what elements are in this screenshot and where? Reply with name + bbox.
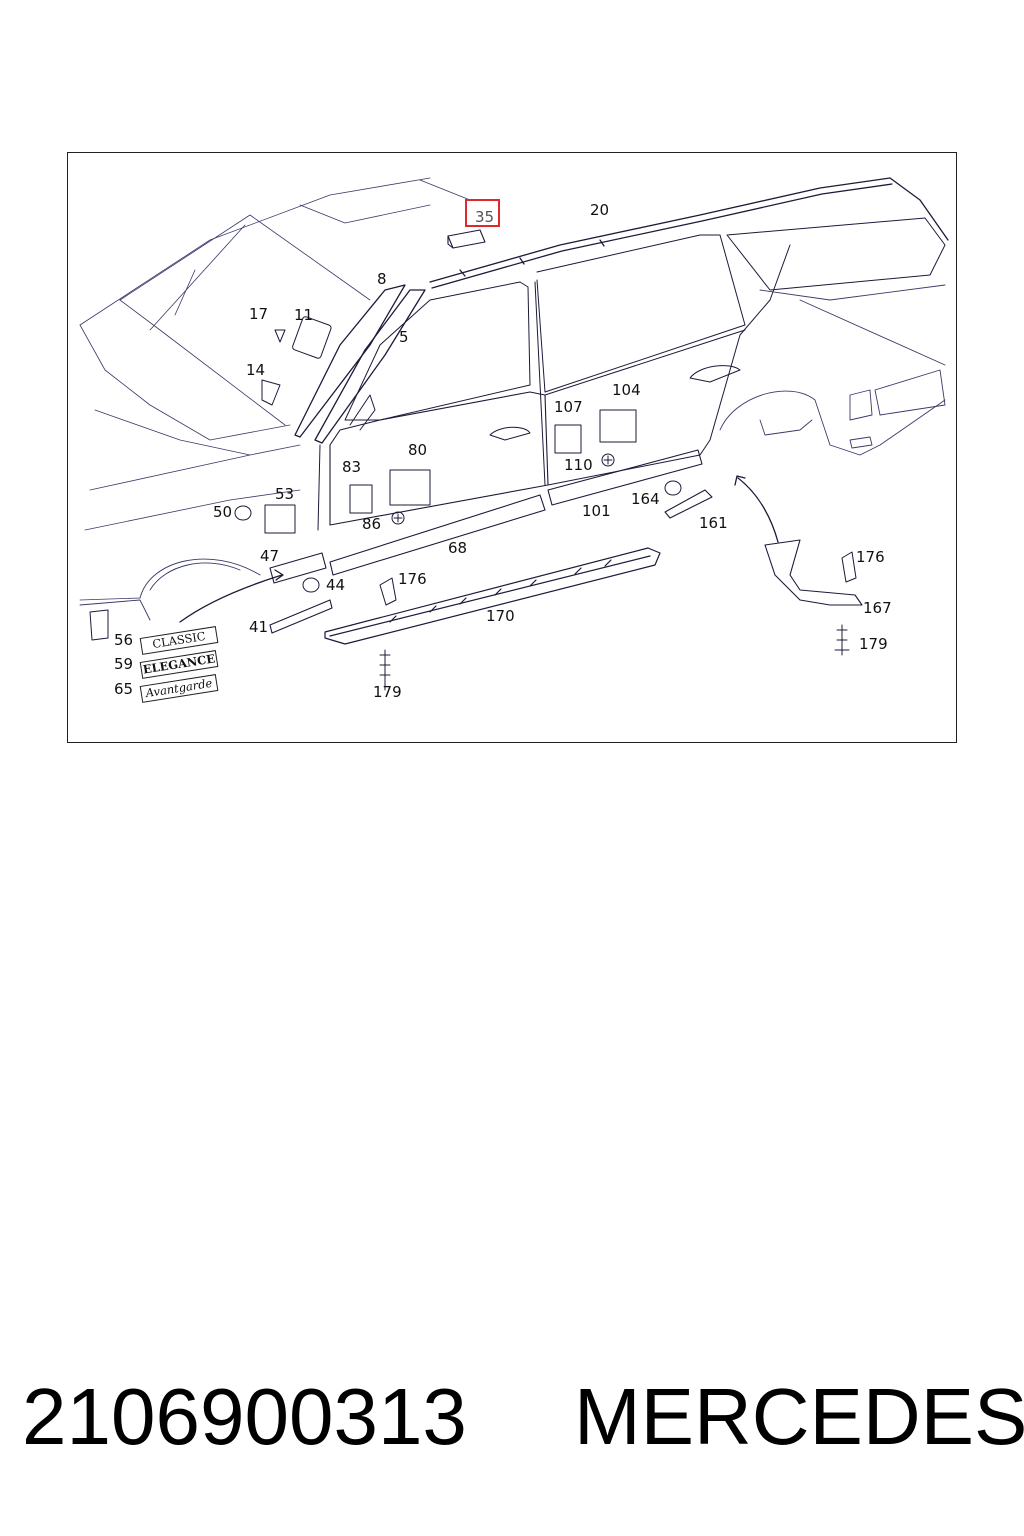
roof-rail — [429, 177, 949, 289]
callout-176-center[interactable]: 176 — [398, 570, 427, 588]
callout-101[interactable]: 101 — [582, 502, 611, 520]
callout-107[interactable]: 107 — [554, 398, 583, 416]
callout-53[interactable]: 53 — [275, 485, 295, 503]
callout-104[interactable]: 104 — [612, 381, 641, 399]
rear-bracket — [764, 539, 863, 606]
callout-86[interactable]: 86 — [362, 515, 382, 533]
part-35-clip — [447, 229, 486, 249]
pointer-arrows — [179, 475, 779, 623]
callout-179-center[interactable]: 179 — [373, 683, 402, 701]
emblem-part-56 — [89, 609, 109, 641]
a-pillar-trims — [294, 284, 426, 444]
brand-name: MERCEDES — [574, 1372, 1024, 1461]
callout-176-rear[interactable]: 176 — [856, 548, 885, 566]
callout-14[interactable]: 14 — [246, 361, 266, 379]
callout-110[interactable]: 110 — [564, 456, 593, 474]
highlight-part-35 — [465, 199, 500, 227]
callout-11[interactable]: 11 — [294, 306, 314, 324]
footer-caption: 2106900313 MERCEDES — [18, 1372, 1024, 1462]
rear-quarter — [719, 284, 946, 456]
callout-47[interactable]: 47 — [260, 547, 280, 565]
door-outlines — [317, 217, 946, 531]
callout-20[interactable]: 20 — [590, 201, 610, 219]
callout-80[interactable]: 80 — [408, 441, 428, 459]
callout-170[interactable]: 170 — [486, 607, 515, 625]
callout-44[interactable]: 44 — [326, 576, 346, 594]
callout-17[interactable]: 17 — [249, 305, 269, 323]
callout-68[interactable]: 68 — [448, 539, 468, 557]
rocker-panel — [324, 547, 661, 645]
part-number: 2106900313 — [22, 1372, 467, 1461]
callout-41[interactable]: 41 — [249, 618, 269, 636]
front-wheel-arch — [79, 558, 261, 621]
callout-35[interactable]: 35 — [475, 208, 495, 226]
callout-56[interactable]: 56 — [114, 631, 134, 649]
callout-8[interactable]: 8 — [377, 270, 387, 288]
clips-fasteners — [234, 316, 857, 691]
side-moldings — [269, 449, 713, 634]
callout-50[interactable]: 50 — [213, 503, 233, 521]
callout-161[interactable]: 161 — [699, 514, 728, 532]
hood-outline — [79, 177, 471, 601]
callout-65[interactable]: 65 — [114, 680, 134, 698]
callout-83[interactable]: 83 — [342, 458, 362, 476]
callout-179-rear[interactable]: 179 — [859, 635, 888, 653]
callout-59[interactable]: 59 — [114, 655, 134, 673]
callout-164[interactable]: 164 — [631, 490, 660, 508]
callout-5[interactable]: 5 — [399, 328, 409, 346]
callout-167[interactable]: 167 — [863, 599, 892, 617]
